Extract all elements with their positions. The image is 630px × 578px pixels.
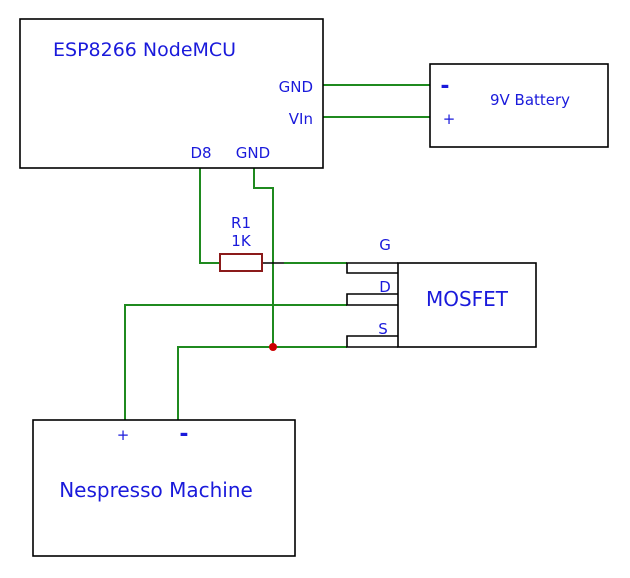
battery-plus-sign: + [443,110,456,128]
mosfet[interactable] [397,262,537,348]
wire-drain-to-machine-plus[interactable] [124,304,347,420]
esp-pin-d8: D8 [190,144,211,162]
mosfet-pin-g [346,262,398,274]
esp8266-board[interactable] [19,18,324,169]
mosfet-pin-d [346,293,398,306]
battery-label: 9V Battery [490,91,570,109]
mosfet-source-label: S [378,320,388,338]
esp-pin-gnd-bottom: GND [236,144,270,162]
battery-minus-sign: - [440,74,449,99]
nespresso-machine[interactable] [32,419,296,557]
machine-minus-sign: - [179,422,188,447]
resistor-r1[interactable] [219,253,263,272]
esp-pin-vin: VIn [289,110,313,128]
machine-label: Nespresso Machine [59,478,253,502]
battery[interactable] [429,63,609,148]
esp-title: ESP8266 NodeMCU [53,39,236,61]
esp-pin-gnd-right: GND [279,78,313,96]
resistor-value: 1K [231,232,252,250]
wire-esp-gnd-to-source[interactable] [253,168,347,348]
resistor-name: R1 [231,214,251,232]
mosfet-drain-label: D [379,278,391,296]
ground-junction-dot [269,343,277,351]
wire-d8-to-resistor[interactable] [199,168,220,264]
mosfet-label: MOSFET [426,287,509,311]
mosfet-pin-s [346,335,398,348]
wire-ground-to-machine-minus[interactable] [177,346,273,420]
machine-plus-sign: + [117,426,130,444]
mosfet-gate-label: G [379,236,391,254]
